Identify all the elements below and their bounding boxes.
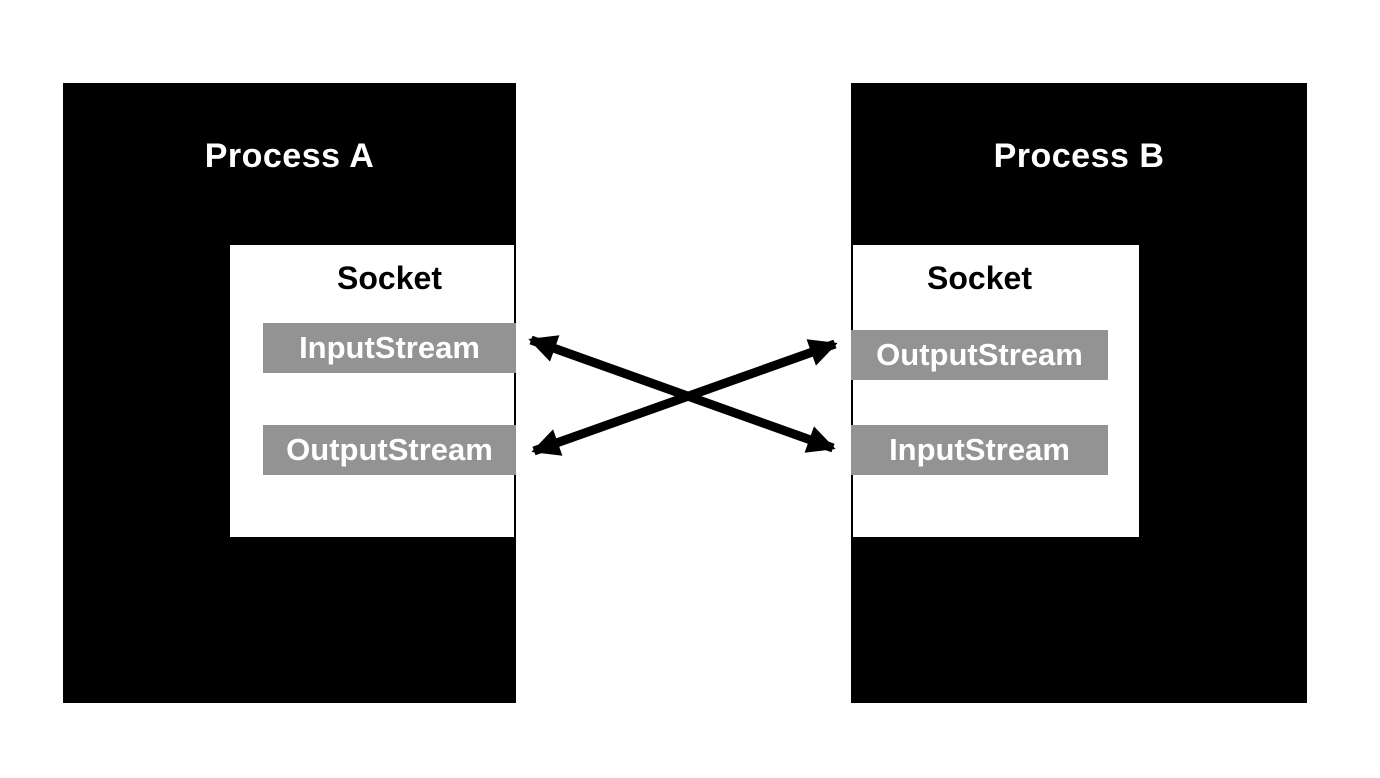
process-a-socket-title: Socket: [337, 260, 442, 296]
arrow-a-outputstream-b-outputstream: [531, 339, 838, 456]
process-a-title: Process A: [204, 137, 375, 175]
arrow-a-inputstream-b-inputstream: [528, 335, 836, 453]
process-a-input-stream-bar: InputStream: [263, 323, 516, 373]
process-b-socket-title: Socket: [927, 260, 1032, 296]
process-a-output-stream-bar: OutputStream: [263, 425, 516, 475]
process-b-socket-box: Socket OutputStream InputStream: [851, 243, 1141, 539]
process-b-output-stream-bar: OutputStream: [851, 330, 1108, 380]
process-b-input-stream-bar: InputStream: [851, 425, 1108, 475]
process-b-title: Process B: [993, 137, 1165, 175]
process-a-socket-box: Socket InputStream OutputStream: [228, 243, 516, 539]
